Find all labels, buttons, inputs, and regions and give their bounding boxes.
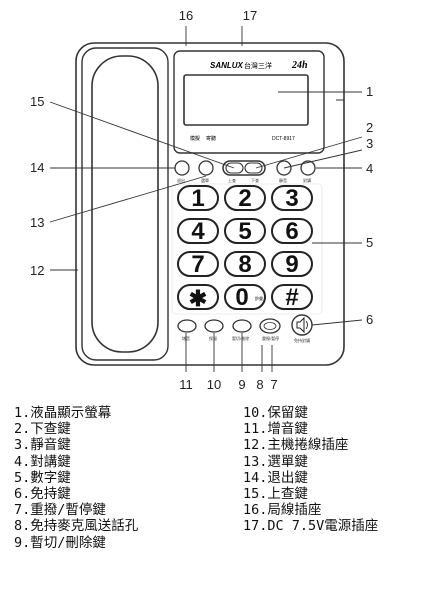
- key-hash[interactable]: [271, 284, 313, 310]
- key-4[interactable]: [177, 218, 219, 244]
- callout-2: 2: [366, 120, 373, 135]
- flash-delete-key[interactable]: [232, 319, 252, 333]
- telephone-diagram: SANLUX 台灣三洋 24h 模擬 寄聽 DCT-8917 退出 選單 上查 …: [30, 8, 373, 392]
- key-4-label: 4: [191, 218, 205, 245]
- mute-key-label: 靜音: [279, 177, 287, 183]
- key-0-sublabel: 鈴聲: [255, 295, 263, 301]
- callout-5: 5: [366, 235, 373, 250]
- legend-item: 1.液晶顯示螢幕: [14, 405, 112, 421]
- legend-item: 8.免持麥克風送話孔: [14, 518, 139, 535]
- speaker-key[interactable]: [291, 314, 313, 336]
- key-9[interactable]: [271, 251, 313, 277]
- callout-12: 12: [30, 263, 44, 278]
- menu-key[interactable]: [198, 160, 214, 176]
- legend-item: 5.數字鍵: [14, 469, 71, 486]
- key-6[interactable]: [271, 218, 313, 244]
- redial-pause-label: 重撥/暫停: [262, 335, 279, 341]
- legend-item: 14.退出鍵: [243, 469, 308, 486]
- speaker-key-label: 免持對講: [294, 337, 310, 343]
- lcd-screen: [183, 74, 309, 126]
- key-6-label: 6: [285, 218, 298, 245]
- key-9-label: 9: [285, 251, 298, 278]
- speaker-icon: [296, 316, 308, 334]
- intercom-key-label: 對講: [303, 177, 311, 183]
- microphone-hole: [263, 322, 277, 330]
- legend-item: 9.暫切/刪除鍵: [14, 534, 106, 551]
- key-2[interactable]: [224, 185, 266, 211]
- flash-delete-label: 暫切/刪除: [232, 335, 249, 341]
- key-3-label: 3: [285, 185, 298, 212]
- key-hash-label: #: [285, 284, 298, 311]
- callout-11: 11: [179, 377, 193, 392]
- legend-item: 11.增音鍵: [243, 421, 308, 438]
- key-5-label: 5: [238, 218, 251, 245]
- menu-key-label: 選單: [201, 177, 209, 183]
- legend-item: 3.靜音鍵: [14, 437, 71, 454]
- key-8-label: 8: [238, 251, 251, 278]
- key-1[interactable]: [177, 185, 219, 211]
- callout-7: 7: [270, 377, 277, 392]
- hold-key-label: 保留: [209, 335, 217, 341]
- brand-badge: 24h: [291, 60, 308, 71]
- callout-1: 1: [366, 84, 373, 99]
- keypad-area: [171, 183, 323, 315]
- legend-item: 6.免持鍵: [14, 486, 71, 503]
- key-0-label: 0: [235, 284, 248, 311]
- callout-8: 8: [256, 377, 263, 392]
- callout-9: 9: [238, 377, 245, 392]
- up-search-key[interactable]: [225, 162, 244, 174]
- model-number: DCT-8917: [272, 136, 295, 142]
- up-search-label: 上查: [228, 177, 236, 183]
- brand-logo: SANLUX: [210, 61, 244, 70]
- key-5[interactable]: [224, 218, 266, 244]
- volume-key[interactable]: [177, 319, 197, 333]
- key-7[interactable]: [177, 251, 219, 277]
- callout-lines: [49, 26, 363, 372]
- callout-13: 13: [30, 215, 44, 230]
- down-search-key[interactable]: [244, 162, 263, 174]
- callout-6: 6: [366, 312, 373, 327]
- key-2-label: 2: [238, 185, 251, 212]
- legend-item: 17.DC 7.5V電源插座: [243, 518, 379, 535]
- legend-item: 12.主機捲線插座: [243, 437, 349, 454]
- key-8[interactable]: [224, 251, 266, 277]
- callout-17: 17: [243, 8, 257, 23]
- key-3[interactable]: [271, 185, 313, 211]
- hold-key[interactable]: [204, 319, 224, 333]
- callout-15: 15: [30, 94, 44, 109]
- legend-item: 10.保留鍵: [243, 405, 308, 421]
- legend-item: 2.下查鍵: [14, 421, 71, 438]
- redial-pause-key[interactable]: [259, 318, 281, 334]
- exit-key-label: 退出: [177, 177, 185, 183]
- legend-item: 7.重撥/暫停鍵: [14, 502, 106, 519]
- panel-label-1: 模擬: [190, 135, 200, 142]
- down-search-label: 下查: [251, 177, 259, 183]
- key-7-label: 7: [191, 251, 204, 278]
- brand-name: 台灣三洋: [244, 61, 272, 70]
- intercom-key[interactable]: [300, 160, 316, 176]
- callout-3: 3: [366, 136, 373, 151]
- key-0[interactable]: [224, 284, 266, 310]
- panel-label-2: 寄聽: [206, 135, 216, 142]
- key-star-label: ✱: [189, 286, 207, 311]
- exit-key[interactable]: [174, 160, 190, 176]
- legend-item: 15.上查鍵: [243, 486, 308, 503]
- callout-16: 16: [179, 8, 193, 23]
- handset: [91, 55, 159, 353]
- legend-item: 4.對講鍵: [14, 453, 71, 470]
- callout-14: 14: [30, 160, 44, 175]
- callout-4: 4: [366, 161, 373, 176]
- key-1-label: 1: [191, 185, 204, 212]
- legend-item: 16.局線插座: [243, 502, 322, 519]
- callout-10: 10: [207, 377, 221, 392]
- key-star[interactable]: [177, 284, 219, 310]
- legend-item: 13.選單鍵: [243, 453, 308, 470]
